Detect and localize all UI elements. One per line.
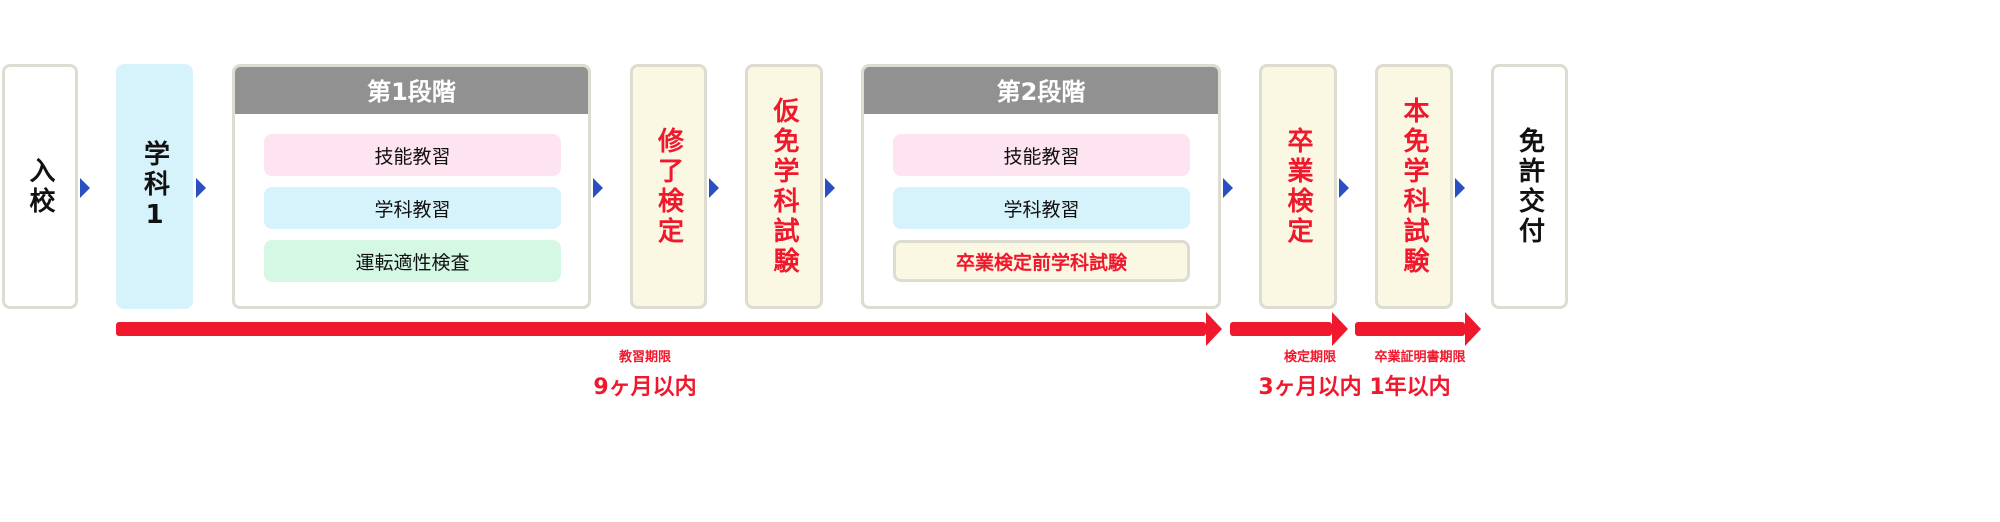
step-provisional-exam: 仮免学科試験 [745, 64, 823, 309]
arrow-right-icon [1223, 178, 1233, 198]
stage2-item: 学科教習 [893, 187, 1190, 229]
step-academic1: 学科1 [116, 64, 193, 309]
step-label: 仮免学科試験 [769, 96, 799, 277]
step-license-issue: 免許交付 [1491, 64, 1568, 309]
arrow-right-icon [1455, 178, 1465, 198]
step-label: 修了検定 [653, 126, 684, 247]
stage1-title: 第1段階 [235, 67, 588, 114]
step-label: 入校 [25, 156, 55, 217]
period-arrow-training [116, 312, 1222, 346]
period-label: 卒業証明書期限 [1374, 350, 1466, 365]
period-value: 1年以内 [1369, 375, 1451, 400]
period-label: 教習期限 [618, 350, 671, 365]
arrow-right-icon [593, 178, 603, 198]
arrow-right-icon [80, 178, 90, 198]
arrow-right-icon [1339, 178, 1349, 198]
step-label: 本免学科試験 [1399, 96, 1429, 277]
stage1-item: 運転適性検査 [264, 240, 561, 282]
period-value: 9ヶ月以内 [593, 375, 697, 400]
stage1-item: 学科教習 [264, 187, 561, 229]
step-license-exam: 本免学科試験 [1375, 64, 1453, 309]
arrow-right-icon [825, 178, 835, 198]
step-graduation-test: 卒業検定 [1259, 64, 1337, 309]
period-arrow-test [1230, 312, 1348, 346]
period-value: 3ヶ月以内 [1258, 375, 1362, 400]
stage2-item: 卒業検定前学科試験 [893, 240, 1190, 282]
step-enrollment: 入校 [2, 64, 78, 309]
stage2-title: 第2段階 [864, 67, 1218, 114]
period-label: 検定期限 [1283, 350, 1336, 365]
stage2-panel: 第2段階 技能教習 学科教習 卒業検定前学科試験 [861, 64, 1221, 309]
stage2-item: 技能教習 [893, 134, 1190, 176]
step-label: 卒業検定 [1283, 126, 1313, 247]
step-label: 免許交付 [1514, 126, 1545, 247]
stage1-panel: 第1段階 技能教習 学科教習 運転適性検査 [232, 64, 591, 309]
period-arrow-certificate [1355, 312, 1481, 346]
step-completion-test: 修了検定 [630, 64, 707, 309]
step-label: 学科1 [139, 139, 170, 234]
arrow-right-icon [709, 178, 719, 198]
stage1-item: 技能教習 [264, 134, 561, 176]
arrow-right-icon [196, 178, 206, 198]
